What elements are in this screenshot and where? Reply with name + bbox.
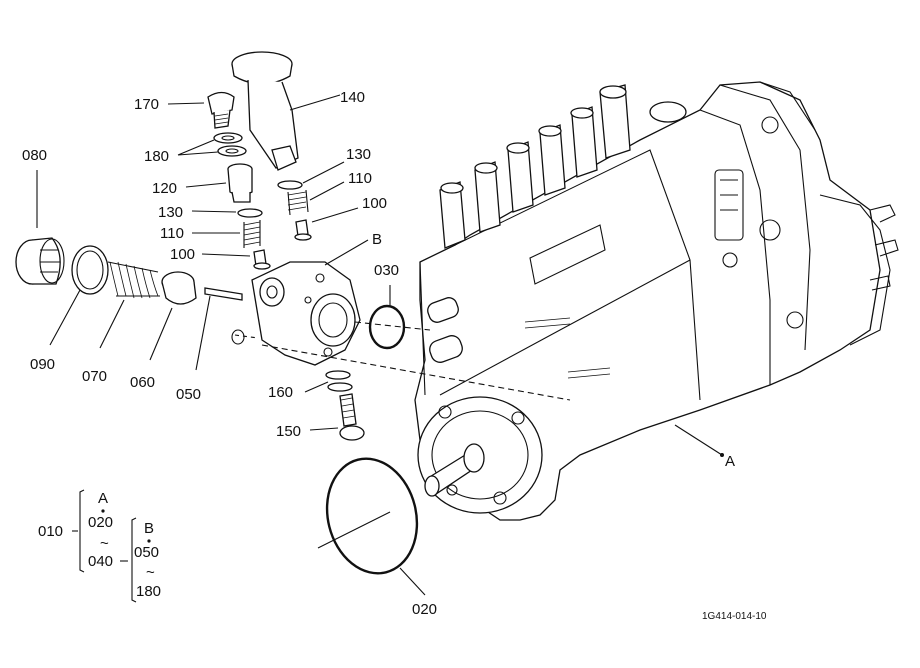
label-100-right: 100 [362,195,387,212]
assembly-legend: 010 A 020 ~ 040 B 050 ~ 180 [38,489,161,603]
drive-flange [417,396,543,514]
part-030-o-ring [368,285,406,350]
legend-010: 010 [38,523,63,540]
label-080: 080 [22,147,47,164]
left-valve-stack [191,208,271,270]
right-valve-stack [277,161,359,241]
label-130-left: 130 [158,204,183,221]
label-020: 020 [412,601,437,618]
label-170: 170 [134,96,159,113]
label-180: 180 [144,148,169,165]
label-130-right: 130 [346,146,371,163]
drawing-code: 1G414-014-10 [702,611,767,622]
part-150-bolt [309,393,365,441]
label-110-right: 110 [348,170,372,187]
legend-tilde-2: ~ [146,564,155,581]
injection-pump-body [414,81,899,521]
label-110-left: 110 [160,225,184,242]
legend-tilde-1: ~ [100,535,109,552]
label-120: 120 [152,180,177,197]
label-100-left: 100 [170,246,195,263]
part-050-pin [195,287,243,371]
feed-pump-assembly [231,239,571,401]
priming-pump [231,51,341,171]
part-020-gasket [317,457,426,596]
part-090-o-ring [49,245,109,346]
label-060: 060 [130,374,155,391]
part-labels: 170 140 180 130 120 110 130 110 100 100 … [22,89,735,618]
label-B: B [372,231,382,248]
label-090: 090 [30,356,55,373]
legend-A: A [98,490,108,507]
legend-B: B [144,520,154,537]
label-150: 150 [276,423,301,440]
legend-020: 020 [88,514,113,531]
label-A: A [725,453,735,470]
part-070-spring [99,261,160,349]
part-180-washers [177,132,247,157]
label-030: 030 [374,262,399,279]
part-120-plug [185,163,253,203]
label-140: 140 [340,89,365,106]
label-070: 070 [82,368,107,385]
legend-040: 040 [88,553,113,570]
legend-180: 180 [136,583,161,600]
part-060-piston [149,271,197,361]
delivery-valve-holders [439,84,631,249]
label-160: 160 [268,384,293,401]
legend-050: 050 [134,544,159,561]
label-050: 050 [176,386,201,403]
part-170-bolt [167,91,235,129]
part-160-washers [304,370,353,393]
part-080-plug [15,170,65,285]
